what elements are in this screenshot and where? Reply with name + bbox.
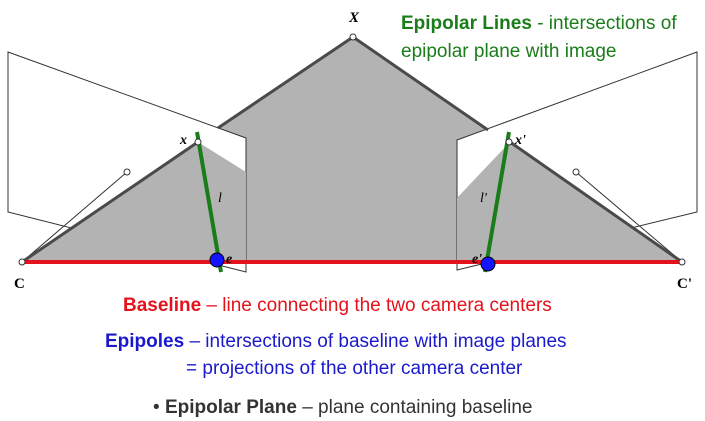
epipolar-line-l	[195, 131, 223, 273]
ray-x-upper-right	[352, 35, 489, 132]
camera-center-c-prime	[678, 258, 686, 266]
caption-baseline-term: Baseline	[123, 295, 202, 316]
label-epipolar-line-l: l	[218, 191, 222, 206]
label-image-point-x: x	[179, 133, 187, 148]
camera-center-c	[18, 258, 26, 266]
caption-epipolar-lines-term: Epipolar Lines	[401, 13, 532, 34]
caption-epipolar-plane-def: – plane containing baseline	[296, 397, 533, 418]
caption-epipolar-lines-def1: - intersections of	[531, 13, 677, 34]
epipolar-plane-right-inside	[457, 142, 682, 262]
label-camera-center-c-prime: C'	[677, 276, 692, 292]
caption-epipoles-1: Epipoles – intersections of baseline wit…	[105, 330, 567, 354]
epipole-e-prime	[480, 256, 496, 272]
ray-x-upper-left	[217, 35, 354, 130]
image-point-x-prime	[505, 138, 513, 146]
image-point-x	[194, 138, 202, 146]
ray-cprime-to-xprime	[509, 140, 683, 264]
caption-epipolar-lines-2: epipolar plane with image	[401, 41, 617, 62]
label-camera-center-c: C	[14, 276, 25, 292]
label-world-point-x: X	[348, 10, 360, 26]
right-optical-ray	[575, 171, 683, 263]
label-epipole-e: e	[226, 252, 232, 267]
epipolar-line-l-prime	[483, 131, 511, 273]
caption-epipoles-2: = projections of the other camera center	[186, 358, 523, 379]
caption-epipolar-plane: • Epipolar Plane – plane containing base…	[153, 396, 533, 420]
epipole-e	[209, 252, 225, 268]
caption-epipoles-term: Epipoles	[105, 331, 185, 352]
caption-baseline: Baseline – line connecting the two camer…	[123, 294, 552, 318]
label-image-point-x-prime: x'	[514, 133, 526, 148]
caption-baseline-def: – line connecting the two camera centers	[201, 295, 552, 316]
caption-epipolar-lines-1: Epipolar Lines - intersections of	[401, 12, 677, 36]
left-optical-ray	[21, 171, 128, 263]
caption-epipolar-plane-term: Epipolar Plane	[164, 397, 297, 418]
label-epipolar-line-l-prime: l'	[480, 191, 488, 206]
bullet: •	[153, 397, 165, 418]
right-principal-point	[572, 168, 580, 176]
caption-epipoles-def1: – intersections of baseline with image p…	[184, 331, 567, 352]
world-point-x	[349, 33, 357, 41]
ray-c-to-x	[21, 140, 199, 264]
label-epipole-e-prime: e'	[472, 252, 482, 267]
epipolar-plane-left-inside	[22, 142, 246, 262]
left-principal-point	[123, 168, 131, 176]
